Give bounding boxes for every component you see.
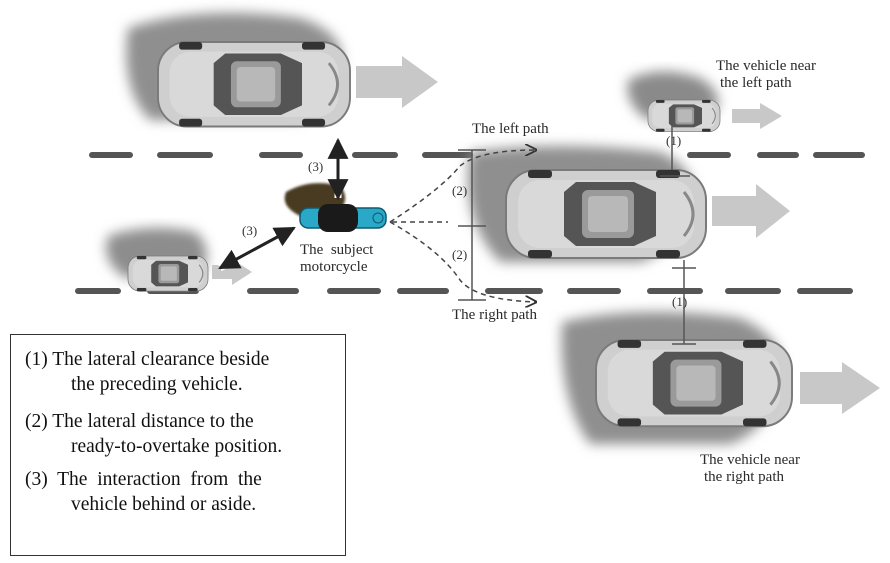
legend-item-1: (1) The lateral clearance beside the pre… — [25, 349, 270, 395]
direction-arrow-icon — [800, 362, 880, 414]
label-right-path: The right path — [452, 307, 537, 323]
marker-3-vertical: (3) — [308, 159, 324, 174]
legend-item-3: (3) The interaction from the vehicle beh… — [25, 469, 262, 515]
marker-2-upper: (2) — [452, 183, 468, 198]
direction-arrow-icon — [356, 56, 438, 108]
interaction-arrows — [218, 137, 349, 272]
direction-arrow-icon — [732, 103, 782, 129]
label-vehicle-near-right: The vehicle near the right path — [700, 452, 800, 485]
legend-box: (1) The lateral clearance beside the pre… — [10, 334, 346, 556]
candidate-paths — [389, 150, 536, 302]
label-left-path: The left path — [472, 121, 549, 137]
clearance-marker-1 — [660, 118, 696, 345]
direction-arrow-icon — [712, 184, 790, 238]
label-subject-motorcycle: The subject motorcycle — [300, 242, 374, 275]
car-preceding-center — [468, 146, 790, 262]
label-vehicle-near-left: The vehicle near the left path — [716, 58, 816, 91]
car-near-right-path — [561, 311, 880, 444]
car-near-left-path — [627, 71, 782, 133]
distance-marker-2 — [458, 149, 486, 301]
subject-motorcycle — [284, 183, 387, 232]
marker-2-lower: (2) — [452, 247, 468, 262]
car-top-left — [126, 12, 438, 128]
legend-item-2: (2) The lateral distance to the ready-to… — [25, 411, 283, 457]
marker-3-diagonal: (3) — [242, 223, 258, 238]
marker-1-upper: (1) — [666, 133, 682, 148]
marker-1-lower: (1) — [672, 294, 688, 309]
